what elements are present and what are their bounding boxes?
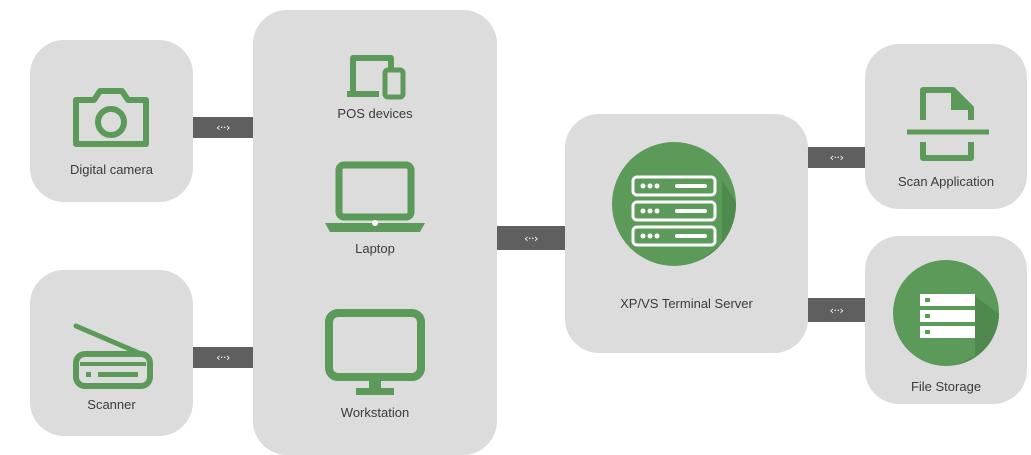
scan-application-label: Scan Application	[897, 174, 995, 189]
connector-devices-server: ‹··›	[497, 226, 565, 250]
scan-application-card: Scan Application	[865, 44, 1027, 209]
terminal-server-card: XP/VS Terminal Server	[565, 114, 808, 353]
connector-server-scan-app: ‹··›	[808, 147, 865, 168]
connector-camera-devices: ‹··›	[193, 117, 253, 138]
digital-camera-card: Digital camera	[30, 40, 193, 202]
pos-devices-label: POS devices	[337, 106, 413, 121]
camera-icon	[70, 88, 152, 148]
client-devices-card: POS devices Laptop Workstation	[253, 10, 497, 455]
server-icon	[612, 142, 736, 266]
file-storage-card: File Storage	[865, 236, 1027, 404]
connector-server-file-storage: ‹··›	[808, 298, 865, 322]
laptop-label: Laptop	[355, 241, 395, 256]
scanner-card: Scanner	[30, 270, 193, 436]
storage-icon	[893, 260, 999, 366]
scanner-label: Scanner	[87, 397, 136, 412]
monitor-icon	[324, 308, 428, 400]
pos-devices-icon	[345, 52, 409, 100]
laptop-icon	[323, 160, 427, 234]
scanner-icon	[72, 320, 156, 390]
document-scan-icon	[905, 86, 991, 162]
terminal-server-label: XP/VS Terminal Server	[620, 296, 753, 311]
digital-camera-label: Digital camera	[69, 162, 154, 177]
workstation-label: Workstation	[340, 405, 410, 420]
file-storage-label: File Storage	[910, 379, 982, 394]
connector-scanner-devices: ‹··›	[193, 347, 253, 368]
